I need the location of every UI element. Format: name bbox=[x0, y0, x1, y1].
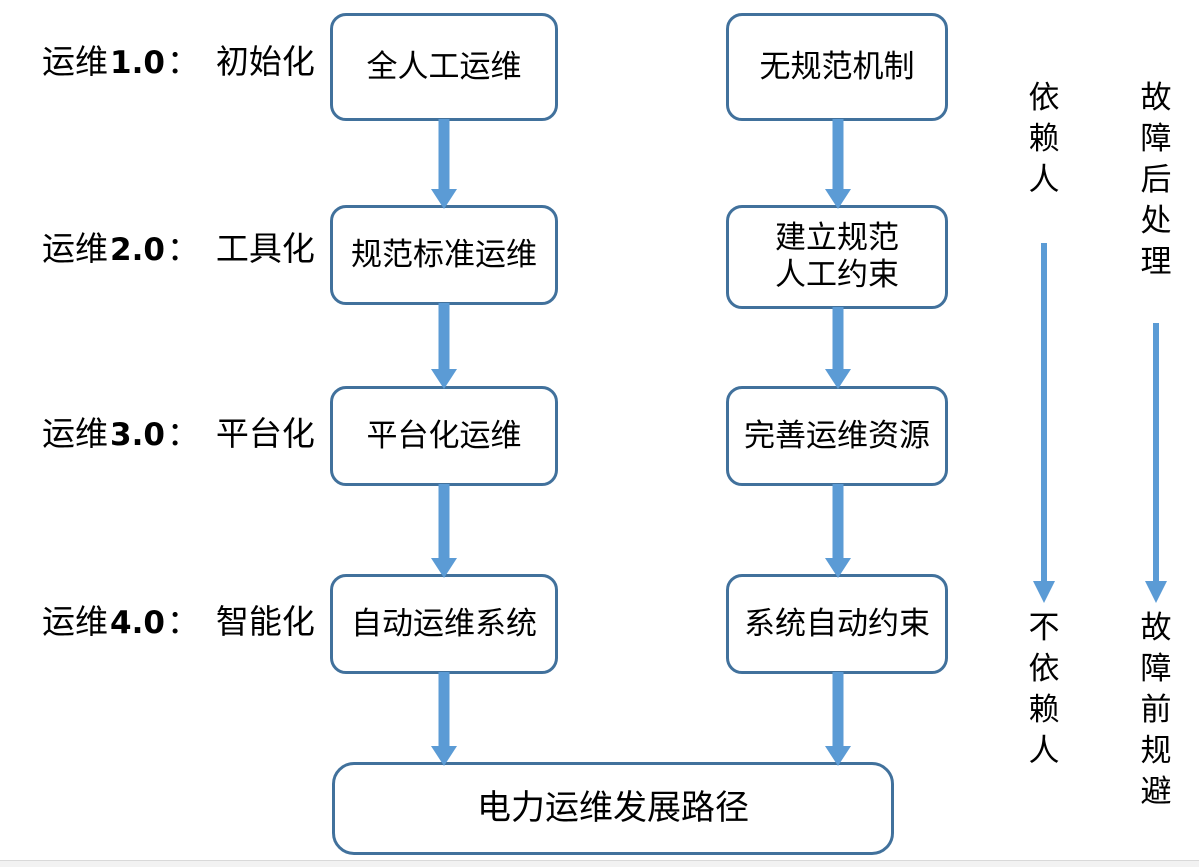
arrow-head-icon bbox=[825, 369, 851, 389]
node-right-3[interactable]: 完善运维资源 bbox=[726, 386, 948, 486]
side-annotation-1-top: 依 赖 人 bbox=[1028, 80, 1060, 198]
node-right-2[interactable]: 建立规范 人工约束 bbox=[726, 205, 948, 309]
stage-label-3-name: 平台化 bbox=[215, 414, 315, 453]
arrow-left-2-to-3 bbox=[429, 303, 459, 389]
arrow-head-icon bbox=[431, 746, 457, 766]
stage-label-4-prefix: 运维 bbox=[42, 602, 108, 641]
node-left-2[interactable]: 规范标准运维 bbox=[330, 205, 558, 305]
arrow-head-icon bbox=[1145, 581, 1167, 603]
stage-label-3: 运维3.0： 平台化 bbox=[42, 417, 315, 451]
arrow-right-4-to-summary bbox=[823, 672, 853, 766]
arrow-side-1 bbox=[1029, 243, 1059, 603]
arrow-left-1-to-2 bbox=[429, 119, 459, 209]
node-right-4[interactable]: 系统自动约束 bbox=[726, 574, 948, 674]
stage-label-2-colon: ： bbox=[166, 229, 200, 268]
stage-label-2-name: 工具化 bbox=[215, 229, 315, 268]
arrow-shaft bbox=[438, 303, 450, 371]
stage-label-1: 运维1.0： 初始化 bbox=[42, 45, 315, 79]
stage-label-4-version: 4.0 bbox=[110, 605, 165, 641]
arrow-head-icon bbox=[1033, 581, 1055, 603]
stage-label-4-colon: ： bbox=[166, 602, 200, 641]
stage-label-2-prefix: 运维 bbox=[42, 229, 108, 268]
arrow-shaft bbox=[438, 484, 450, 560]
arrow-right-1-to-2 bbox=[823, 119, 853, 209]
arrow-head-icon bbox=[825, 558, 851, 578]
stage-label-1-colon: ： bbox=[166, 42, 200, 81]
arrow-head-icon bbox=[825, 189, 851, 209]
stage-label-3-version: 3.0 bbox=[110, 417, 165, 453]
side-annotation-2-bottom: 故 障 前 规 避 bbox=[1140, 610, 1172, 810]
arrow-head-icon bbox=[431, 189, 457, 209]
stage-label-1-version: 1.0 bbox=[110, 45, 165, 81]
arrow-shaft bbox=[832, 119, 844, 191]
node-left-3[interactable]: 平台化运维 bbox=[330, 386, 558, 486]
stage-label-2: 运维2.0： 工具化 bbox=[42, 232, 315, 266]
arrow-shaft bbox=[832, 672, 844, 748]
arrow-left-3-to-4 bbox=[429, 484, 459, 578]
arrow-shaft bbox=[832, 484, 844, 560]
arrow-side-2 bbox=[1141, 323, 1171, 603]
stage-label-1-prefix: 运维 bbox=[42, 42, 108, 81]
stage-label-3-colon: ： bbox=[166, 414, 200, 453]
stage-label-2-version: 2.0 bbox=[110, 232, 165, 268]
arrow-right-3-to-4 bbox=[823, 484, 853, 578]
bottom-rule bbox=[0, 860, 1199, 867]
arrow-shaft bbox=[438, 672, 450, 748]
node-summary[interactable]: 电力运维发展路径 bbox=[332, 762, 894, 855]
node-left-1[interactable]: 全人工运维 bbox=[330, 13, 558, 121]
arrow-shaft bbox=[832, 307, 844, 371]
arrow-right-2-to-3 bbox=[823, 307, 853, 389]
stage-label-1-name: 初始化 bbox=[215, 42, 315, 81]
side-annotation-1-bottom: 不 依 赖 人 bbox=[1028, 610, 1060, 769]
arrow-head-icon bbox=[825, 746, 851, 766]
stage-label-4-name: 智能化 bbox=[215, 602, 315, 641]
side-annotation-2-top: 故 障 后 处 理 bbox=[1140, 80, 1172, 280]
arrow-shaft bbox=[438, 119, 450, 191]
node-left-4[interactable]: 自动运维系统 bbox=[330, 574, 558, 674]
arrow-shaft bbox=[1153, 323, 1159, 581]
node-right-1[interactable]: 无规范机制 bbox=[726, 13, 948, 121]
stage-label-4: 运维4.0： 智能化 bbox=[42, 605, 315, 639]
arrow-head-icon bbox=[431, 369, 457, 389]
arrow-head-icon bbox=[431, 558, 457, 578]
stage-label-3-prefix: 运维 bbox=[42, 414, 108, 453]
arrow-shaft bbox=[1041, 243, 1047, 581]
arrow-left-4-to-summary bbox=[429, 672, 459, 766]
